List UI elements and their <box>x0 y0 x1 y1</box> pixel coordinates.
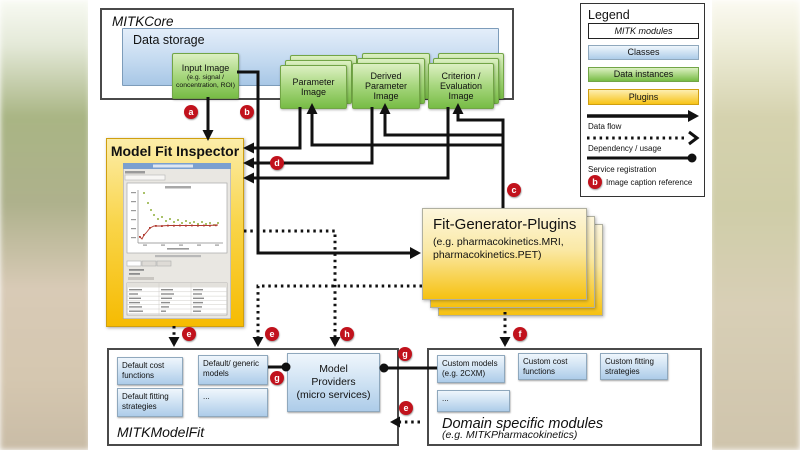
derived-image-box: Derived Parameter Image <box>352 63 420 109</box>
model-fit-inspector-box: Model Fit Inspector <box>106 138 244 327</box>
criterion-image-label: Criterion / Evaluation Image <box>439 70 483 102</box>
legend-mitk-modules: MITK modules <box>588 23 699 39</box>
badge-f: f <box>513 327 527 341</box>
domain-ellipsis-box: ... <box>437 390 510 412</box>
fit-generator-sub: (e.g. pharmacokinetics.MRI, pharmacokine… <box>433 235 564 261</box>
badge-b: b <box>240 105 254 119</box>
badge-e-inspector: e <box>182 327 196 341</box>
legend-classes: Classes <box>588 45 699 60</box>
data-storage-label: Data storage <box>133 33 205 47</box>
badge-e-fitgen: e <box>265 327 279 341</box>
legend-caption-badge: b <box>588 175 602 189</box>
badge-g-custom: g <box>398 347 412 361</box>
mitkcore-label: MITKCore <box>112 14 174 29</box>
legend-dependency-label: Dependency / usage <box>588 144 662 153</box>
badge-d: d <box>270 156 284 170</box>
mitkmodelfit-label: MITKModelFit <box>117 424 205 440</box>
fit-generator-label: Fit-Generator-Plugins <box>433 216 577 233</box>
custom-models-label: Custom models <box>442 359 498 368</box>
fit-generator-box: Fit-Generator-Plugins (e.g. pharmacokine… <box>422 208 587 300</box>
model-providers-box: Model Providers (micro services) <box>287 353 380 412</box>
custom-fitting-strategies-box: Custom fitting strategies <box>600 353 668 380</box>
legend-title: Legend <box>588 8 630 22</box>
legend-box: Legend MITK modules Classes Data instanc… <box>580 3 705 197</box>
model-providers-label: Model Providers <box>311 362 356 388</box>
default-generic-models-box: Default/ generic models <box>198 355 268 385</box>
custom-models-box: Custom models (e.g. 2CXM) <box>437 355 505 383</box>
domain-modules-label: Domain specific modules <box>442 416 604 432</box>
blurred-background-right <box>710 0 800 450</box>
input-image-sub: (e.g. signal / concentration, ROI) <box>176 74 235 89</box>
legend-data-instances: Data instances <box>588 67 699 82</box>
parameter-image-box: Parameter Image <box>280 65 347 109</box>
domain-modules-sub: (e.g. MITKPharmacokinetics) <box>442 429 578 441</box>
parameter-image-label: Parameter Image <box>292 76 335 97</box>
criterion-image-box: Criterion / Evaluation Image <box>428 63 494 109</box>
badge-c: c <box>507 183 521 197</box>
default-fitting-strategies-box: Default fitting strategies <box>117 388 183 417</box>
model-providers-sub: (micro services) <box>296 389 371 402</box>
badge-g-default: g <box>270 371 284 385</box>
default-cost-functions-box: Default cost functions <box>117 357 183 385</box>
derived-image-label: Derived Parameter Image <box>364 70 408 102</box>
badge-a: a <box>184 105 198 119</box>
legend-plugins: Plugins <box>588 89 699 105</box>
legend-data-flow-label: Data flow <box>588 122 622 131</box>
badge-e-domain: e <box>399 401 413 415</box>
custom-cost-functions-box: Custom cost functions <box>518 353 587 380</box>
legend-caption-label: Image caption reference <box>606 178 693 187</box>
model-fit-inspector-screenshot <box>123 163 231 319</box>
blurred-background-left <box>0 0 90 450</box>
custom-models-sub: (e.g. 2CXM) <box>442 368 486 378</box>
input-image-box: Input Image (e.g. signal / concentration… <box>172 53 239 99</box>
modelfit-ellipsis-box: ... <box>198 388 268 417</box>
input-image-label: Input Image <box>181 62 230 73</box>
badge-h: h <box>340 327 354 341</box>
model-fit-inspector-label: Model Fit Inspector <box>110 143 240 159</box>
legend-service-label: Service registration <box>588 165 657 174</box>
